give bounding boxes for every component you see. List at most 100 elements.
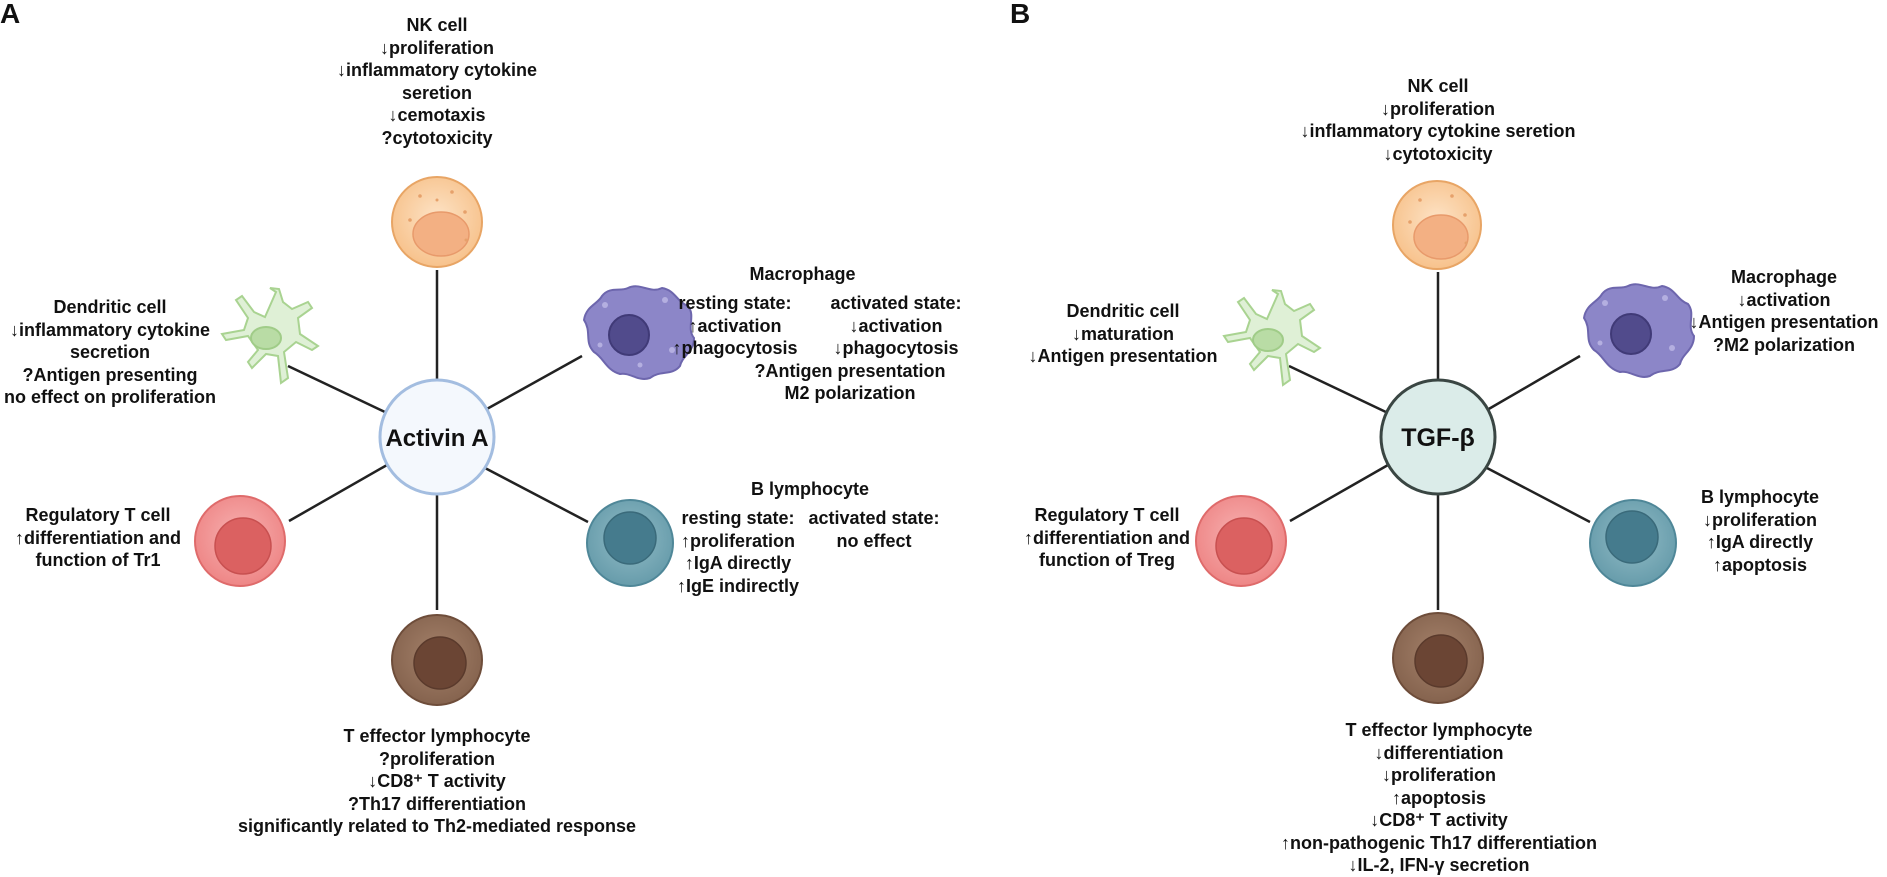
nk-cell-icon — [1392, 180, 1482, 270]
connector-treg — [288, 463, 388, 523]
label-line: ↓inflammatory cytokine — [336, 60, 538, 80]
label-line: Macrophage — [1730, 267, 1838, 287]
label-line: ↑proliferation — [680, 530, 795, 551]
macrophage-title-a: Macrophage — [749, 264, 856, 284]
treg-label-a: Regulatory T cell ↑differentiation and f… — [6, 504, 190, 572]
macrophage-icon — [1582, 283, 1696, 378]
connector-bcell — [1486, 466, 1591, 524]
connector-treg — [1289, 463, 1389, 523]
label-line: activated state: — [830, 293, 962, 313]
panel-b-connectors — [1288, 272, 1591, 610]
label-line: Regulatory T cell — [25, 505, 171, 525]
b-lymphocyte-label-b: B lymphocyte ↓proliferation ↑IgA directl… — [1692, 486, 1828, 576]
b-lymphocyte-activated-label-a: activated state: no effect — [804, 507, 944, 552]
label-line: T effector lymphocyte — [1345, 720, 1533, 740]
label-line: ↓proliferation — [379, 37, 494, 58]
label-line: function of Treg — [1039, 550, 1175, 570]
label-line: B lymphocyte — [1700, 487, 1820, 507]
label-line: ↑apoptosis — [1712, 554, 1807, 575]
panel-b-letter: B — [1010, 0, 1031, 29]
dendritic-cell-icon — [1222, 289, 1322, 387]
label-line: ↓activation — [849, 315, 943, 336]
label-line: ?proliferation — [379, 748, 495, 769]
label-line: NK cell — [406, 15, 468, 35]
dendritic-cell-label-b: Dendritic cell ↓maturation ↓Antigen pres… — [1020, 300, 1226, 368]
label-line: T effector lymphocyte — [343, 726, 531, 746]
center-label: Activin A — [385, 425, 488, 452]
label-line: ↓CD8⁺ T activity — [368, 771, 506, 791]
label-line: ↓differentiation — [1374, 742, 1504, 763]
label-line: ↓Antigen presentation — [1028, 346, 1218, 366]
label-line: ↓CD8⁺ T activity — [1370, 810, 1508, 830]
connector-macrophage — [484, 354, 583, 412]
label-line: ?M2 polarization — [1712, 334, 1855, 355]
macrophage-label-b: Macrophage ↓activation ↓Antigen presenta… — [1684, 266, 1884, 356]
panel-a-letter: A — [0, 0, 21, 29]
macrophage-icon — [582, 285, 696, 380]
label-line: ↓proliferation — [1381, 765, 1496, 785]
label-line: M2 polarization — [784, 383, 916, 403]
t-effector-cell-icon — [1392, 612, 1484, 704]
connector-bcell — [484, 466, 589, 524]
dendritic-cell-icon — [220, 287, 320, 385]
label-line: ↑activation — [688, 315, 782, 336]
b-lymphocyte-resting-label-a: resting state: ↑proliferation ↑IgA direc… — [668, 507, 808, 597]
label-line: ?Antigen presenting — [22, 364, 198, 385]
label-line: function of Tr1 — [35, 550, 161, 570]
label-line: ↑IgE indirectly — [676, 575, 800, 596]
connector-macrophage — [1486, 354, 1581, 412]
connector-dendritic — [287, 364, 388, 415]
label-line: ↓Antigen presentation — [1689, 312, 1879, 332]
macrophage-activated-label-a: activated state: ↓activation ↓phagocytos… — [712, 292, 988, 405]
treg-label-b: Regulatory T cell ↑differentiation and f… — [1012, 504, 1202, 572]
label-line: Dendritic cell — [53, 297, 167, 317]
nk-cell-label-b: NK cell ↓proliferation ↓inflammatory cyt… — [1280, 75, 1596, 165]
label-line: ↑apoptosis — [1391, 787, 1486, 808]
label-line: ↓IL-2, IFN-γ secretion — [1348, 855, 1530, 875]
panel-a-connectors — [287, 270, 589, 610]
nk-cell-label-a: NK cell ↓proliferation ↓inflammatory cyt… — [320, 14, 554, 149]
b-cell-icon — [586, 499, 674, 587]
label-line: ↑non-pathogenic Th17 differentiation — [1281, 832, 1597, 853]
treg-cell-icon — [1195, 495, 1287, 587]
label-line: resting state: — [678, 293, 792, 313]
label-line: ↓proliferation — [1702, 509, 1817, 530]
label-line: ↓cemotaxis — [388, 105, 486, 125]
label-line: ↑differentiation and — [1024, 527, 1190, 548]
label-line: Dendritic cell — [1066, 301, 1180, 321]
label-line: resting state: — [681, 508, 795, 528]
label-line: secretion — [69, 342, 151, 362]
label-line: no effect on proliferation — [3, 387, 216, 407]
connector-dendritic — [1288, 364, 1389, 415]
b-cell-icon — [1589, 499, 1677, 587]
label-line: significantly related to Th2-mediated re… — [237, 816, 637, 836]
t-effector-label-a: T effector lymphocyte ?proliferation ↓CD… — [222, 725, 652, 838]
label-line: ↑IgA directly — [1706, 532, 1814, 552]
label-line: ?cytotoxicity — [381, 127, 493, 148]
label-line: ↓inflammatory cytokine — [9, 319, 211, 340]
treg-cell-icon — [194, 495, 286, 587]
label-line: ↓proliferation — [1380, 98, 1495, 119]
label-line: ?Th17 differentiation — [347, 793, 526, 814]
label-line: ↓activation — [1737, 289, 1831, 310]
macrophage-resting-label-a: resting state: ↑activation ↑phagocytosis — [666, 292, 804, 360]
label-line: ↓maturation — [1071, 323, 1174, 344]
label-line: ↓phagocytosis — [833, 338, 959, 358]
label-line: NK cell — [1407, 76, 1469, 96]
label-line: ?Antigen presentation — [754, 360, 946, 381]
label-line: ↑differentiation and — [15, 527, 181, 548]
label-line: ↓inflammatory cytokine seretion — [1300, 121, 1576, 141]
nk-cell-icon — [391, 176, 483, 268]
dendritic-cell-label-a: Dendritic cell ↓inflammatory cytokine se… — [0, 296, 220, 409]
label-line: no effect — [836, 530, 912, 551]
label-line: Regulatory T cell — [1034, 505, 1180, 525]
t-effector-cell-icon — [391, 614, 483, 706]
label-line: seretion — [401, 82, 473, 103]
activin-a-node: Activin A — [378, 378, 496, 496]
t-effector-label-b: T effector lymphocyte ↓differentiation ↓… — [1254, 719, 1624, 877]
label-line: ↓cytotoxicity — [1383, 143, 1493, 164]
label-line: ↑phagocytosis — [672, 338, 798, 358]
tgf-beta-node: TGF-β — [1379, 378, 1497, 496]
label-line: ↑IgA directly — [684, 553, 792, 573]
